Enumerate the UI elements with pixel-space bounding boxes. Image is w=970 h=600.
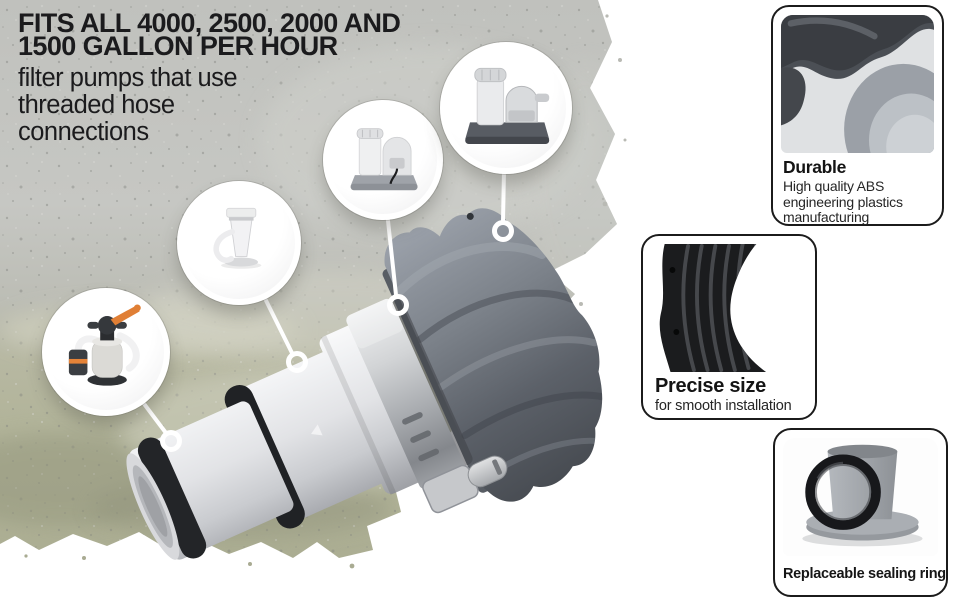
sand-filter-pump-icon	[68, 304, 141, 386]
feature-card-durable: Durable High quality ABS engineering pla…	[771, 5, 944, 226]
feature-caption: Replaceable sealing ring	[783, 566, 946, 582]
large-filter-pump-icon	[465, 67, 550, 144]
headline: FITS ALL 4000, 2500, 2000 AND 1500 GALLO…	[18, 8, 401, 146]
abs-knob-closeup-photo	[781, 15, 934, 153]
feature-description: High quality ABS engineering plastics ma…	[783, 178, 903, 225]
sealing-ring-closeup-photo	[783, 438, 938, 556]
feature-card-sealing-ring: Replaceable sealing ring	[773, 428, 948, 597]
pump-bubble-sand-filter	[42, 288, 170, 416]
o-ring	[137, 437, 207, 559]
pump-bubble-skimmer-fitting	[177, 181, 301, 305]
headline-subtitle-line1: filter pumps that use	[18, 64, 238, 92]
skimmer-fitting-icon	[213, 207, 262, 269]
thread-closeup-photo	[651, 244, 807, 372]
pump-bubble-large-pump	[440, 42, 572, 174]
hose-clamp	[346, 298, 508, 514]
feature-card-precise-size: Precise size for smooth installation	[641, 234, 817, 420]
headline-title-line2: 1500 GALLON PER HOUR	[18, 31, 338, 61]
headline-subtitle-line3: connections	[18, 118, 149, 146]
feature-description: for smooth installation	[655, 398, 792, 414]
headline-title-line1: FITS ALL 4000, 2500, 2000 AND	[18, 8, 401, 38]
adapter-collar-knob	[384, 208, 603, 502]
feature-title: Precise size	[655, 375, 766, 397]
cartridge-filter-pump-icon	[350, 128, 418, 191]
pump-bubble-cartridge-pump	[323, 100, 443, 220]
headline-subtitle-line2: threaded hose	[18, 91, 175, 119]
feature-title: Durable	[783, 157, 847, 177]
threaded-hose-adapter	[126, 208, 612, 560]
